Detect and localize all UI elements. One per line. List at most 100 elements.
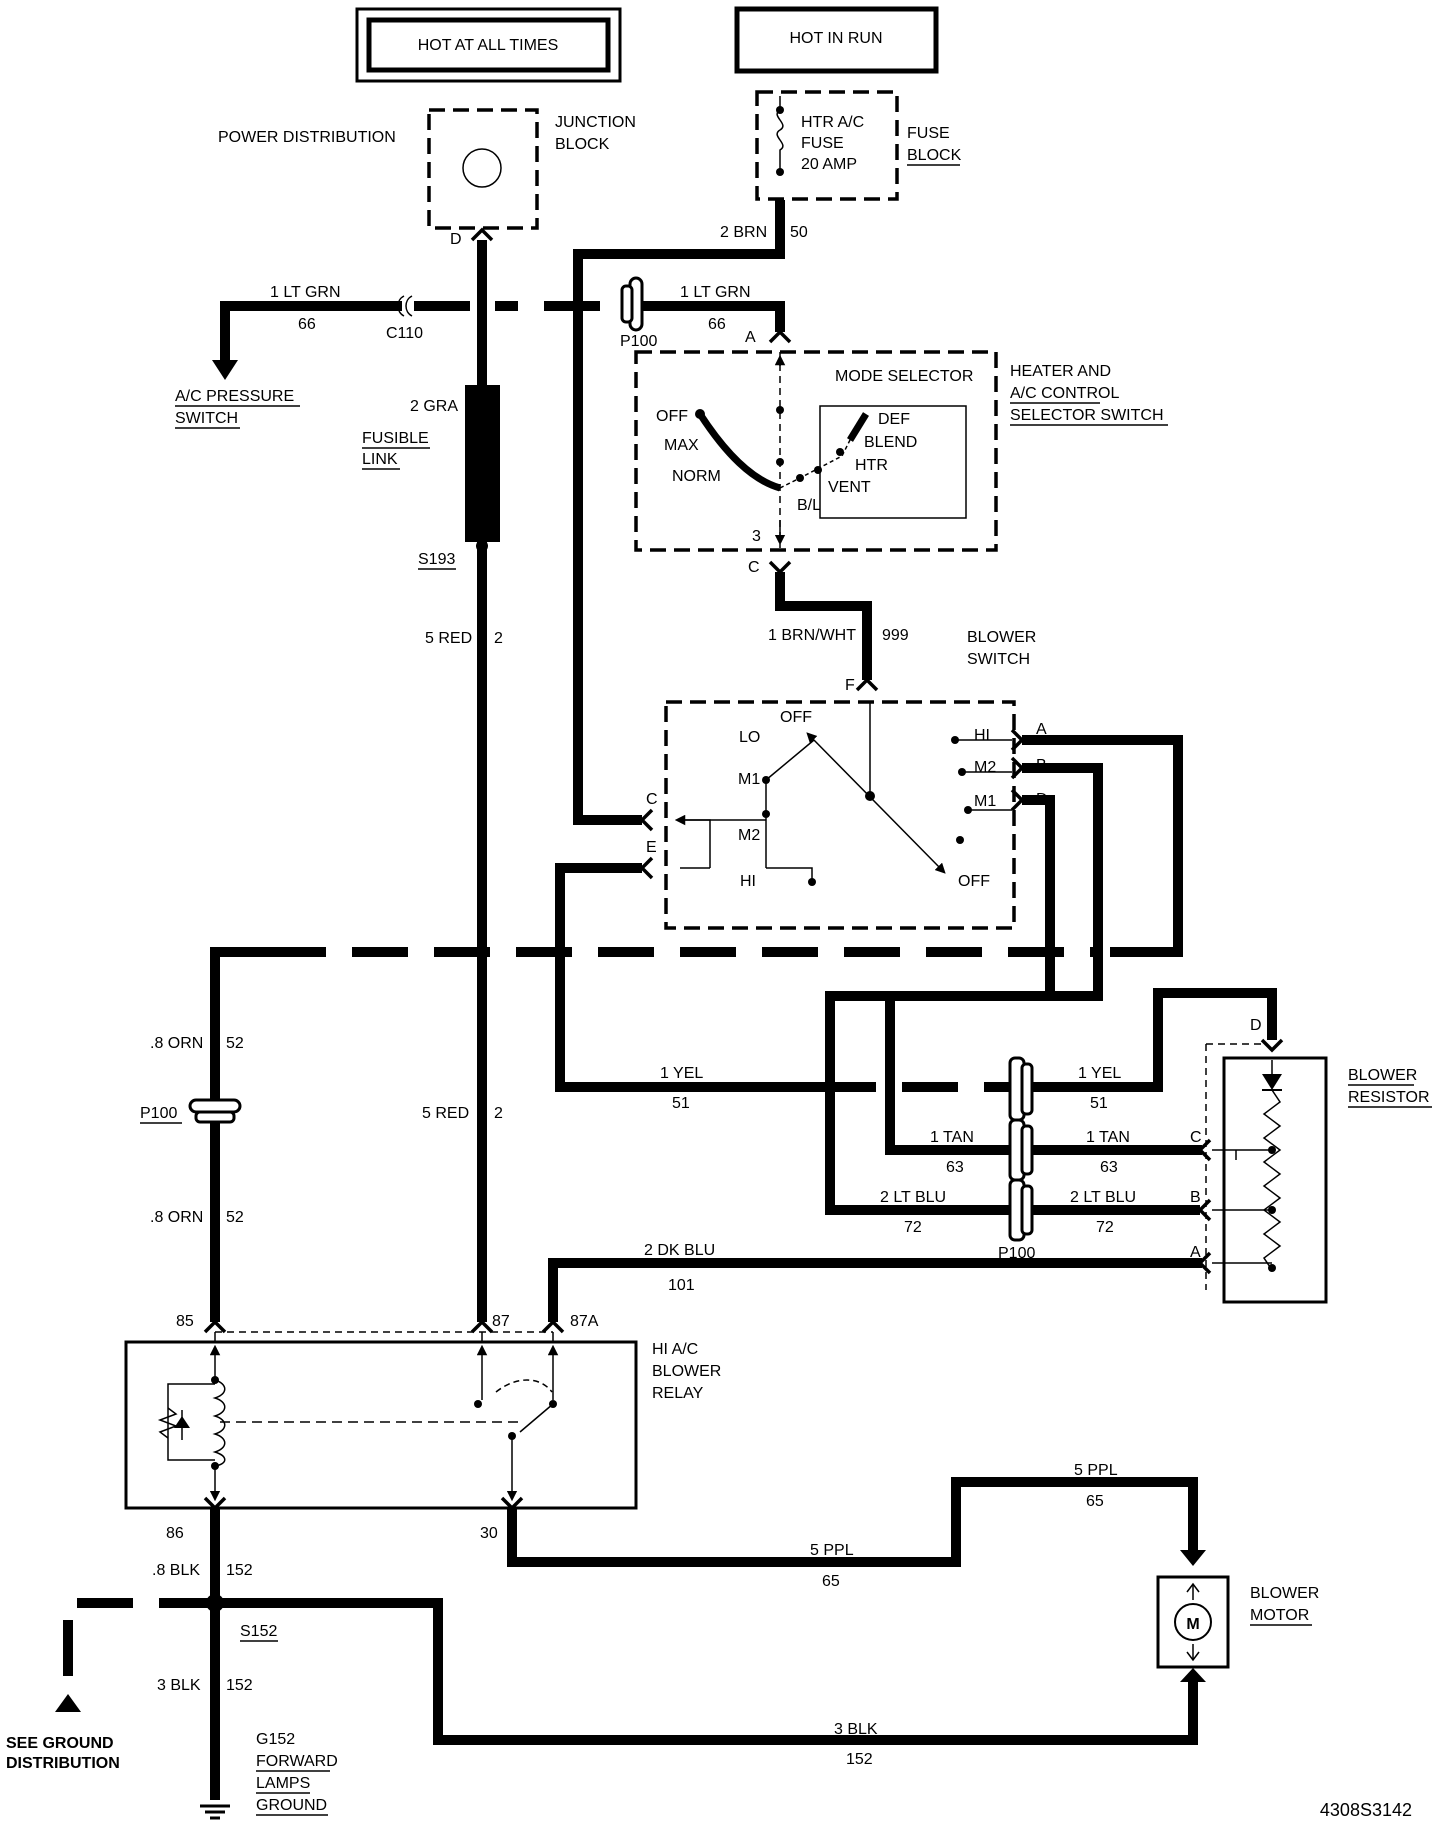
- relay-pin-87a: 87A: [570, 1313, 599, 1330]
- w-8orn-lower-label: .8 ORN: [150, 1209, 203, 1226]
- wire-1brnwht: [775, 572, 872, 680]
- w-66-right-label: 66: [708, 316, 726, 333]
- wire-8orn: [210, 947, 270, 1322]
- s152-label: S152: [240, 1623, 277, 1640]
- wire-ground-dist-dash: [63, 1598, 215, 1700]
- w-5red-upper-label: 5 RED: [425, 630, 472, 647]
- bs-m1-right-label: M1: [974, 793, 996, 810]
- relay-pin-86: 86: [166, 1525, 184, 1542]
- w-63-left-label: 63: [946, 1159, 964, 1176]
- fusible-link: [465, 385, 500, 542]
- mode-bl-label: B/L: [797, 497, 821, 514]
- blower-resistor-label-1: BLOWER: [1348, 1067, 1417, 1084]
- wire-1ltgrn-right: [640, 301, 785, 332]
- junction-label: JUNCTION: [555, 114, 636, 131]
- block-label: BLOCK: [555, 136, 610, 153]
- mode-pin-3: 3: [752, 528, 761, 545]
- forward-label-3: GROUND: [256, 1797, 327, 1814]
- bs-hi-left-label: HI: [740, 873, 756, 890]
- fuse-label-1: HTR A/C: [801, 114, 864, 131]
- hvac-label-3: SELECTOR SWITCH: [1010, 407, 1164, 424]
- bs-pin-c: C: [646, 791, 658, 808]
- relay-coil-icon: [212, 1379, 226, 1467]
- p100-left-connector-icon: [188, 1098, 242, 1124]
- hot-at-all-times-box: [355, 7, 622, 83]
- w-52-lower-label: 52: [226, 1209, 244, 1226]
- w-1tan-right-label: 1 TAN: [1086, 1129, 1130, 1146]
- wire-3blk: [215, 1598, 1198, 1745]
- relay-pin-87: 87: [492, 1313, 510, 1330]
- hot-in-run-label: HOT IN RUN: [789, 30, 882, 47]
- ac-pressure-label-1: A/C PRESSURE: [175, 388, 294, 405]
- w-3blk-left-label: 3 BLK: [157, 1677, 201, 1694]
- c110-label: C110: [386, 325, 423, 342]
- p100-top-connector-icon: [620, 276, 644, 332]
- blower-switch-box: [664, 700, 1016, 930]
- w-5ppl-mid-label: 5 PPL: [810, 1542, 854, 1559]
- wire-2dkblu: [548, 1258, 1202, 1322]
- w-50-label: 50: [790, 224, 808, 241]
- see-ground-label-2: DISTRIBUTION: [6, 1755, 120, 1772]
- mode-norm-label: NORM: [672, 468, 721, 485]
- w-3blk-bottom-label: 3 BLK: [834, 1721, 878, 1738]
- w-1ltgrn-left-label: 1 LT GRN: [270, 284, 341, 301]
- w-152-b-label: 152: [226, 1677, 253, 1694]
- w-2-upper-label: 2: [494, 630, 503, 647]
- resistor-zigzag-icon: [1262, 1089, 1282, 1271]
- blower-motor-box: [1156, 1575, 1230, 1669]
- w-51-left-label: 51: [672, 1095, 690, 1112]
- wire-2brn: [573, 200, 785, 825]
- bs-hi-right-label: HI: [974, 727, 990, 744]
- mode-off-label: OFF: [656, 408, 688, 425]
- wire-bs-a: [1022, 735, 1183, 957]
- hot-in-run-box: [734, 6, 939, 74]
- w-152-a-label: 152: [226, 1562, 253, 1579]
- fusible-label-1: FUSIBLE: [362, 430, 429, 447]
- wire-5ppl: [507, 1477, 1198, 1567]
- blower-resistor-label-2: RESISTOR: [1348, 1089, 1430, 1106]
- p100-top-label: P100: [620, 333, 657, 350]
- blower-switch-label-2: SWITCH: [967, 651, 1030, 668]
- w-152-bottom-label: 152: [846, 1751, 873, 1768]
- w-1yel-left-label: 1 YEL: [660, 1065, 703, 1082]
- relay-label-1: HI A/C: [652, 1341, 698, 1358]
- fuse-label-2: FUSE: [801, 135, 844, 152]
- bs-pin-b: B: [1036, 757, 1047, 774]
- w-999-label: 999: [882, 627, 909, 644]
- forward-label-2: LAMPS: [256, 1775, 310, 1792]
- w-65-top-label: 65: [1086, 1493, 1104, 1510]
- w-5ppl-top-label: 5 PPL: [1074, 1462, 1118, 1479]
- fuse-block: [755, 90, 899, 201]
- relay-pin-85: 85: [176, 1313, 194, 1330]
- w-72-left-label: 72: [904, 1219, 922, 1236]
- bs-m2-right-label: M2: [974, 759, 996, 776]
- w-2ltblu-right-label: 2 LT BLU: [1070, 1189, 1136, 1206]
- mode-blend-label: BLEND: [864, 434, 917, 451]
- forward-label-1: FORWARD: [256, 1753, 338, 1770]
- w-72-right-label: 72: [1096, 1219, 1114, 1236]
- hot-at-all-times-label: HOT AT ALL TIMES: [418, 37, 559, 54]
- mode-selector-box: [634, 350, 998, 552]
- junction-terminal: [462, 148, 502, 188]
- mode-pin-c: C: [748, 559, 760, 576]
- w-63-right-label: 63: [1100, 1159, 1118, 1176]
- blower-switch-label-1: BLOWER: [967, 629, 1036, 646]
- blower-motor-label-2: MOTOR: [1250, 1607, 1309, 1624]
- w-65-mid-label: 65: [822, 1573, 840, 1590]
- w-2ltblu-left-label: 2 LT BLU: [880, 1189, 946, 1206]
- wire-1yel: [555, 863, 820, 1092]
- hi-ac-blower-relay: [124, 1340, 638, 1510]
- res-pin-a: A: [1190, 1244, 1201, 1261]
- pin-d-junction: D: [450, 231, 462, 248]
- res-pin-b: B: [1190, 1189, 1201, 1206]
- ac-pressure-label-2: SWITCH: [175, 410, 238, 427]
- blower-switch-wiper: [806, 732, 946, 874]
- bs-pin-a: A: [1036, 721, 1047, 738]
- see-ground-label-1: SEE GROUND: [6, 1735, 114, 1752]
- mode-pin-a: A: [745, 329, 756, 346]
- bs-m2-left-label: M2: [738, 827, 760, 844]
- blower-motor-icon: [1174, 1603, 1212, 1641]
- mode-htr-label: HTR: [855, 457, 888, 474]
- p100-left-label: P100: [140, 1105, 177, 1122]
